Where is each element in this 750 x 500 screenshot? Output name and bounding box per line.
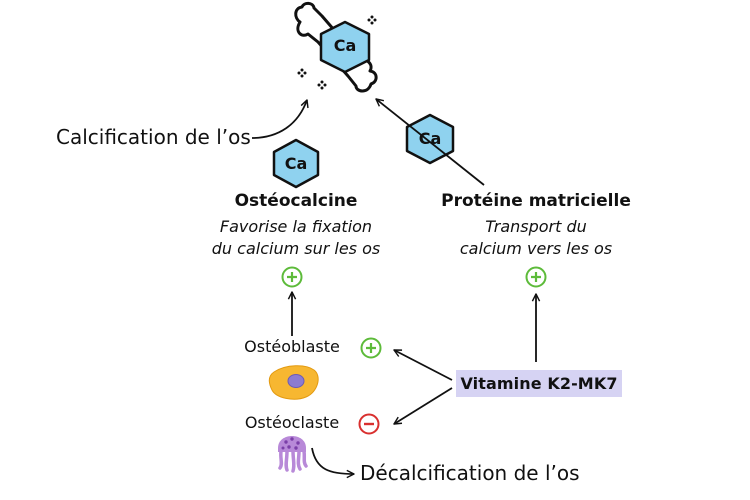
- matrix-protein-desc-line2: calcium vers les os: [459, 239, 613, 258]
- decalcification-arrow: [311, 447, 355, 479]
- vitamin-to-osteoblast-arrow: [393, 349, 453, 381]
- sparkle-icon: [297, 15, 377, 90]
- osteocalcin-desc-line1: Favorise la fixation: [219, 217, 373, 236]
- calcification-arrow: [251, 99, 309, 139]
- plus-circle-icon: [525, 266, 547, 288]
- osteoblast-cell-icon: [268, 365, 319, 400]
- plus-circle-icon: [281, 266, 303, 288]
- osteocalcin-desc-line2: du calcium sur les os: [211, 239, 381, 258]
- osteocalcin-title: Ostéocalcine: [234, 191, 358, 211]
- matrix-protein-desc-line1: Transport du: [485, 217, 587, 236]
- osteoclast-label: Ostéoclaste: [244, 413, 340, 432]
- calcium-hexagon-icon: [272, 138, 320, 189]
- calcium-label: Ca: [333, 36, 357, 55]
- calcium-hexagon-icon: [319, 20, 371, 74]
- bone-calcification-label: Calcification de l’os: [56, 125, 251, 149]
- matrix-protein-transport-arrow: [375, 98, 485, 186]
- osteoblast-label: Ostéoblaste: [244, 337, 340, 356]
- minus-circle-icon: [358, 413, 380, 435]
- plus-circle-icon: [360, 337, 382, 359]
- decalcification-label: Décalcification de l’os: [360, 461, 580, 485]
- calcium-label: Ca: [418, 129, 442, 148]
- osteoclast-cell-icon: [278, 436, 308, 473]
- vitamin-k2-label: Vitamine K2-MK7: [456, 370, 622, 397]
- vitamin-to-osteoclast-arrow: [393, 387, 453, 425]
- calcium-label: Ca: [284, 154, 308, 173]
- matrix-protein-title: Protéine matricielle: [441, 191, 631, 211]
